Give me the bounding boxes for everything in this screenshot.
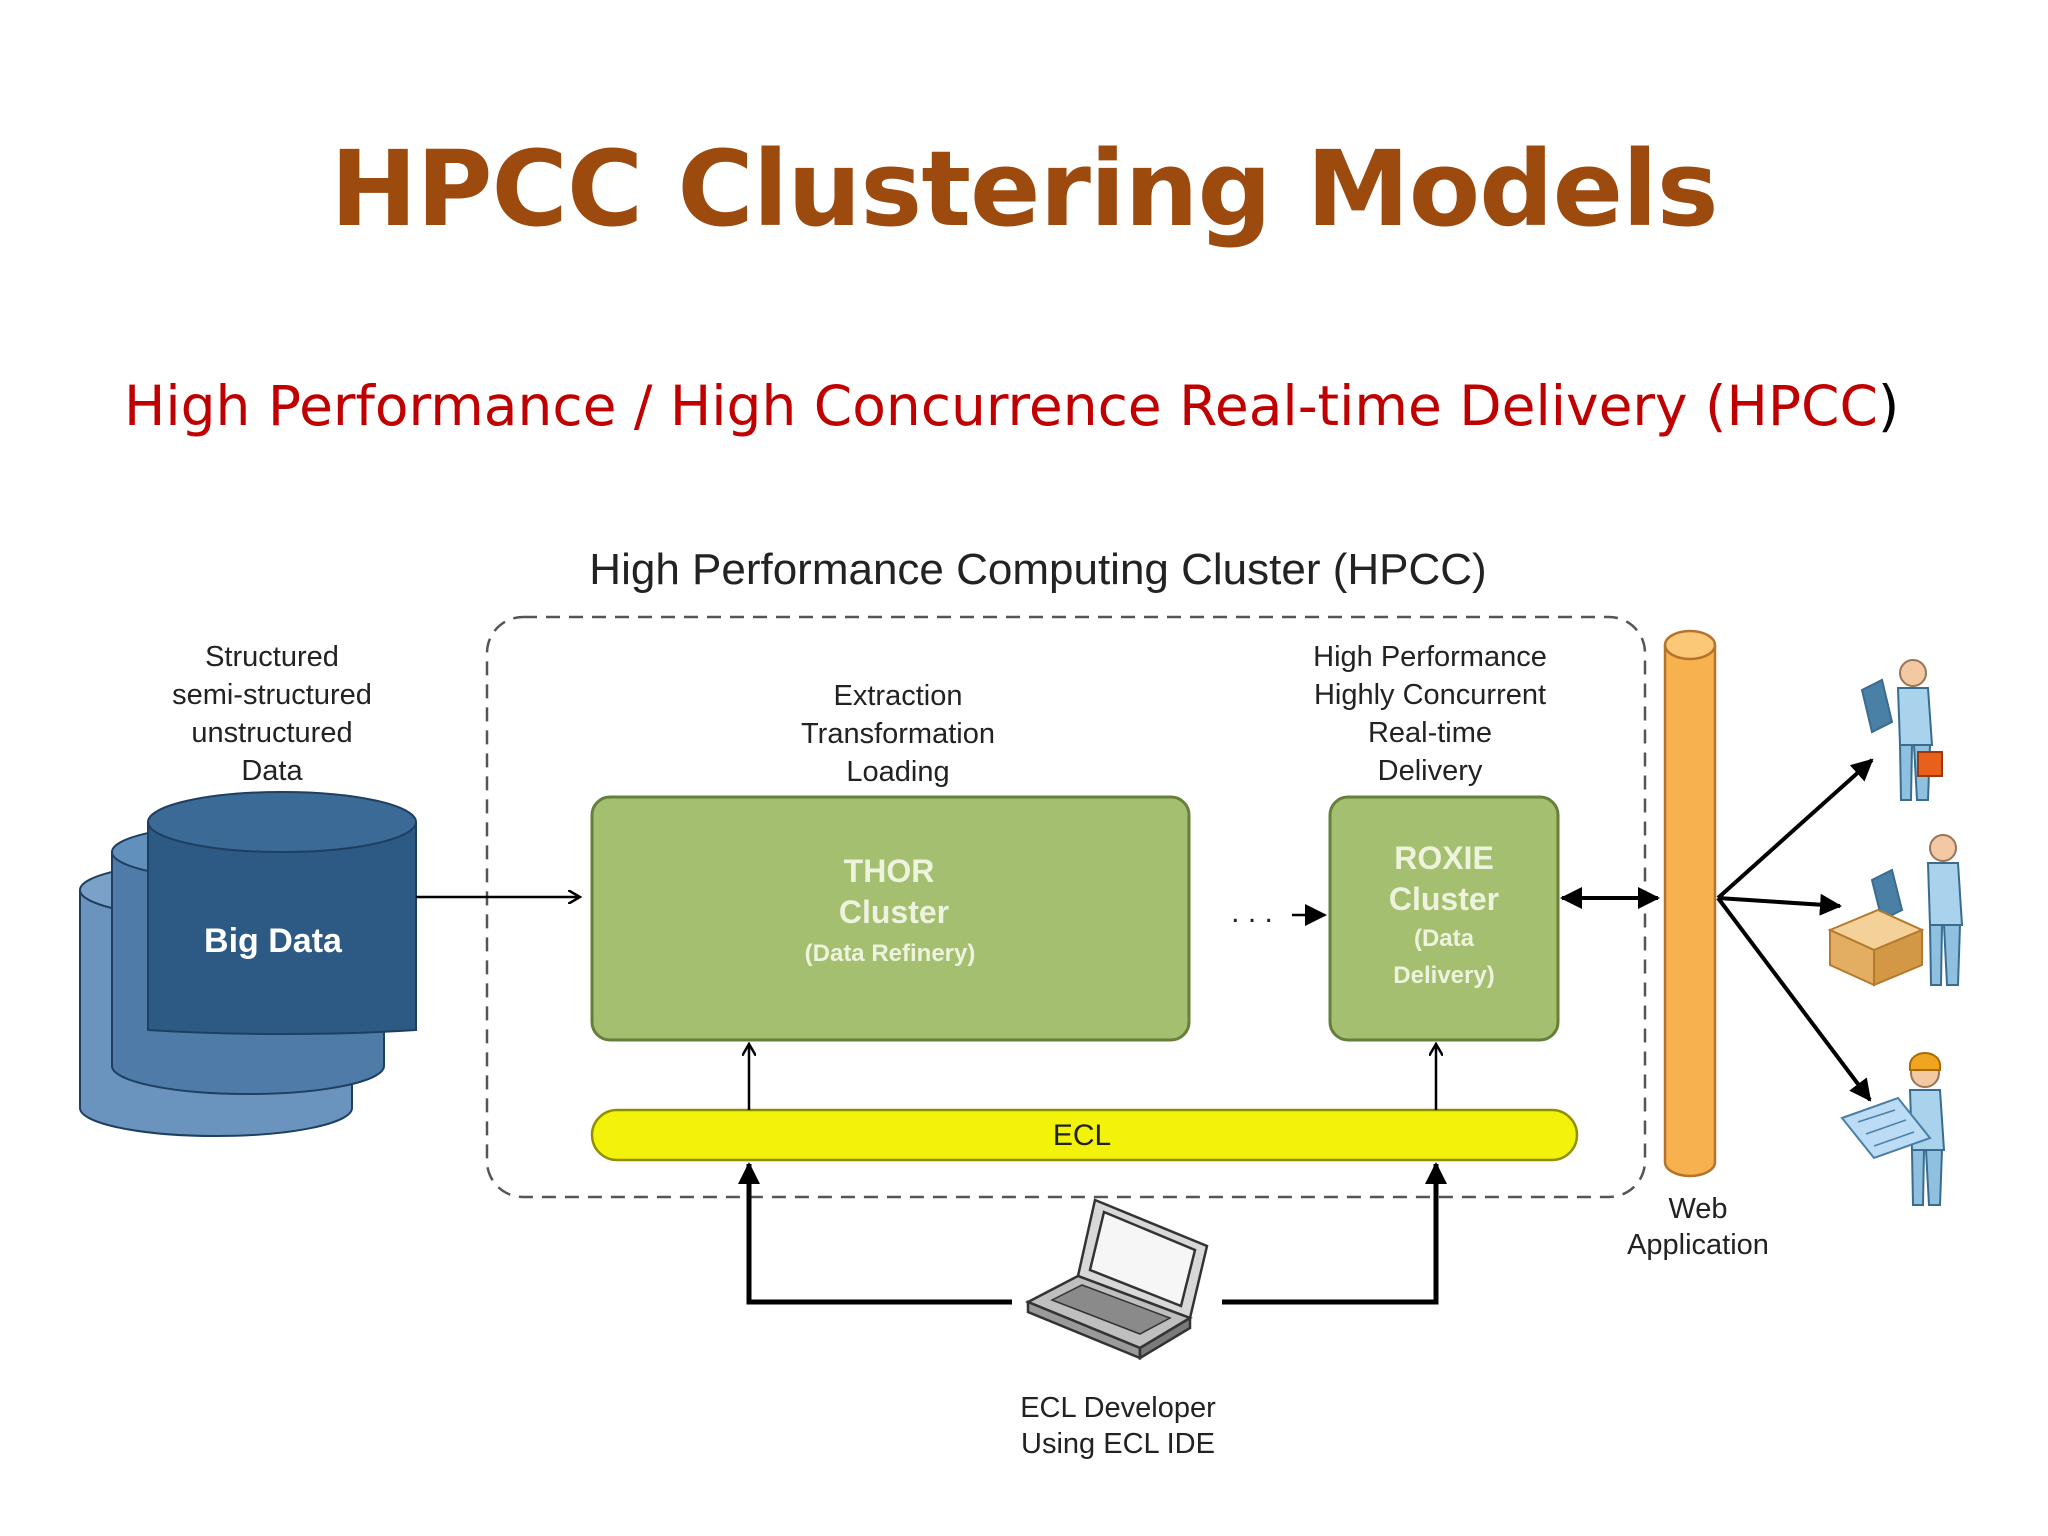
thor-cluster-label: THOR Cluster (Data Refinery) <box>805 853 976 967</box>
hpc-caption-line: Highly Concurrent <box>1314 679 1546 711</box>
developer-caption: ECL Developer Using ECL IDE <box>1020 1392 1216 1460</box>
web-app-caption-line: Web <box>1668 1193 1727 1225</box>
slide-subtitle: High Performance / High Concurrence Real… <box>124 374 1924 438</box>
roxie-cluster-box <box>1328 795 1560 1042</box>
arrow-web-to-user-3 <box>1716 896 1872 1102</box>
thor-cluster-box <box>590 795 1191 1042</box>
thor-line: Cluster <box>839 894 949 930</box>
etl-caption-line: Transformation <box>801 718 995 750</box>
thor-line: (Data Refinery) <box>805 940 976 967</box>
etl-caption-line: Loading <box>846 756 949 788</box>
subtitle-close-paren: ) <box>1877 374 1900 438</box>
laptop-icon <box>1025 1198 1209 1361</box>
arrow-web-to-user-2 <box>1717 893 1842 916</box>
slide-title: HPCC Clustering Models <box>330 128 1718 250</box>
big-data-label: Big Data <box>204 922 343 960</box>
hpc-caption-line: Real-time <box>1368 717 1492 749</box>
hpc-caption: High Performance Highly Concurrent Real-… <box>1313 641 1547 787</box>
hpcc-boundary <box>485 615 1647 1199</box>
web-app-caption-line: Application <box>1627 1229 1769 1261</box>
data-caption-line: Structured <box>205 641 339 673</box>
hpc-caption-line: Delivery <box>1378 755 1483 787</box>
arrow-web-to-user-1 <box>1716 758 1874 900</box>
user-icon-blueprint <box>1840 1052 1946 1206</box>
arrow-developer-to-ecl-right <box>1222 1162 1447 1305</box>
etl-caption-line: Extraction <box>834 680 963 712</box>
web-application-pillar <box>1663 629 1717 1178</box>
data-caption-line: semi-structured <box>172 679 372 711</box>
roxie-line: Cluster <box>1389 881 1499 917</box>
developer-caption-line: Using ECL IDE <box>1021 1428 1215 1460</box>
subtitle-text: High Performance / High Concurrence Real… <box>124 374 1878 438</box>
data-caption-line: unstructured <box>191 717 352 749</box>
roxie-line: ROXIE <box>1394 840 1494 876</box>
data-caption-line: Data <box>241 755 303 787</box>
ecl-label: ECL <box>1053 1119 1111 1152</box>
thor-line: THOR <box>844 853 935 889</box>
developer-caption-line: ECL Developer <box>1020 1392 1216 1424</box>
roxie-line: (Data <box>1414 925 1475 952</box>
user-icon-box <box>1827 834 1964 987</box>
hpcc-title: High Performance Computing Cluster (HPCC… <box>589 545 1486 594</box>
ellipsis: . . . <box>1231 896 1273 929</box>
hpc-caption-line: High Performance <box>1313 641 1547 673</box>
data-caption: Structured semi-structured unstructured … <box>172 641 372 787</box>
arrow-developer-to-ecl-left <box>738 1162 1012 1305</box>
web-app-caption: Web Application <box>1627 1193 1769 1261</box>
big-data-cylinders <box>79 791 417 1137</box>
user-icon-tablet <box>1860 659 1943 801</box>
ecl-bar <box>590 1108 1579 1162</box>
etl-caption: Extraction Transformation Loading <box>801 680 995 788</box>
roxie-cluster-label: ROXIE Cluster (Data Delivery) <box>1389 840 1499 989</box>
roxie-line: Delivery) <box>1393 962 1494 989</box>
